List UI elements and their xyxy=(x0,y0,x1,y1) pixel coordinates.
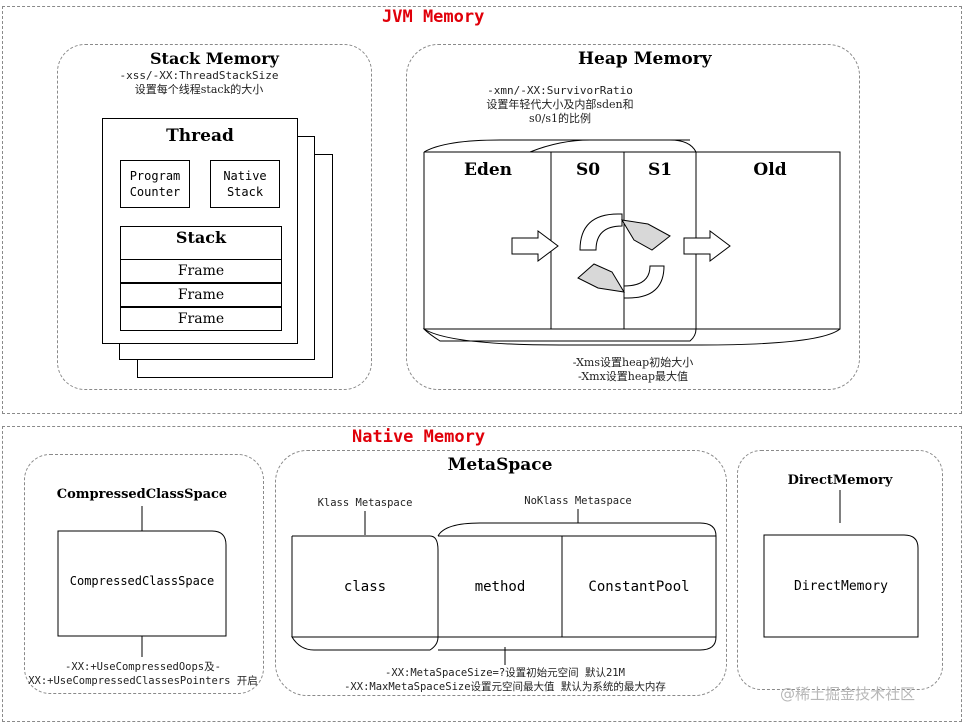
ccs-box xyxy=(57,530,227,637)
heap-bottom-note-2: -Xmx设置heap最大值 xyxy=(578,370,688,383)
heap-note-1: -xmn/-XX:SurvivorRatio xyxy=(487,84,633,97)
native-stack-label-1: Native xyxy=(223,169,267,183)
ccs-box-label: CompressedClassSpace xyxy=(69,574,215,588)
thread-title: Thread xyxy=(166,126,234,146)
ccs-note-2: XX:+UseCompressedClassesPointers 开启 xyxy=(28,675,258,687)
method-cell: method xyxy=(474,579,526,595)
ccs-note-1: -XX:+UseCompressedOops及- xyxy=(65,661,221,673)
direct-memory-group xyxy=(737,450,943,690)
swap-arrowhead-top xyxy=(621,219,671,251)
watermark: @稀土掘金技术社区 xyxy=(780,685,916,703)
eden-to-s0-arrow xyxy=(511,230,559,262)
heap-note-2: 设置年轻代大小及内部sden和 xyxy=(486,98,634,111)
native-stack-box: Native Stack xyxy=(210,160,280,208)
swap-arrowhead-bottom xyxy=(577,263,625,293)
noklass-metaspace-box xyxy=(437,522,717,651)
meta-note-2: -XX:MaxMetaSpaceSize设置元空间最大值 默认为系统的最大内存 xyxy=(344,681,666,693)
swap-arrow-bottom xyxy=(623,265,665,299)
noklass-metaspace-label: NoKlass Metaspace xyxy=(524,495,632,507)
klass-metaspace-box xyxy=(291,535,439,651)
heap-memory-title: Heap Memory xyxy=(578,49,712,69)
stack-memory-note-1: -xss/-XX:ThreadStackSize xyxy=(119,69,279,82)
native-memory-title: Native Memory xyxy=(352,427,486,447)
direct-box-label: DirectMemory xyxy=(794,579,888,594)
native-stack-label-2: Stack xyxy=(226,185,264,199)
s0-label: S0 xyxy=(575,160,601,180)
program-counter-box: Program Counter xyxy=(120,160,190,208)
stack-frame: Frame xyxy=(120,283,282,307)
heap-bottom-curve xyxy=(423,328,841,346)
klass-metaspace-label: Klass Metaspace xyxy=(317,497,413,509)
eden-label: Eden xyxy=(463,160,513,180)
swap-arrow-top xyxy=(579,213,623,251)
heap-top-curve xyxy=(423,139,690,153)
jvm-memory-region xyxy=(2,6,962,414)
stack-memory-group xyxy=(57,44,372,390)
ccs-title: CompressedClassSpace xyxy=(56,487,228,502)
native-memory-region xyxy=(2,426,962,722)
constant-pool-cell: ConstantPool xyxy=(588,579,690,595)
metaspace-title: MetaSpace xyxy=(447,455,553,475)
ccs-group xyxy=(24,454,264,694)
s1-to-old-arrow xyxy=(683,230,731,262)
stack-memory-note-2: 设置每个线程stack的大小 xyxy=(134,83,264,96)
jvm-memory-title: JVM Memory xyxy=(382,7,485,27)
old-label: Old xyxy=(753,160,787,180)
stack-frame: Frame xyxy=(120,259,282,283)
stack-title: Stack xyxy=(175,228,227,247)
meta-note-1: -XX:MetaSpaceSize=?设置初始元空间 默认21M xyxy=(385,667,625,679)
heap-bottom-note-1: -Xms设置heap初始大小 xyxy=(572,356,694,369)
class-cell: class xyxy=(343,579,387,595)
stack-memory-title: Stack Memory xyxy=(150,49,279,68)
program-counter-label-1: Program xyxy=(129,169,181,183)
metaspace-group xyxy=(275,450,727,696)
heap-memory-group xyxy=(406,44,860,390)
program-counter-label-2: Counter xyxy=(129,185,181,199)
stack-frame: Frame xyxy=(120,307,282,331)
heap-note-3: s0/s1的比例 xyxy=(529,112,591,125)
s1-label: S1 xyxy=(647,160,673,180)
direct-memory-title: DirectMemory xyxy=(787,473,893,488)
direct-box xyxy=(763,534,919,638)
